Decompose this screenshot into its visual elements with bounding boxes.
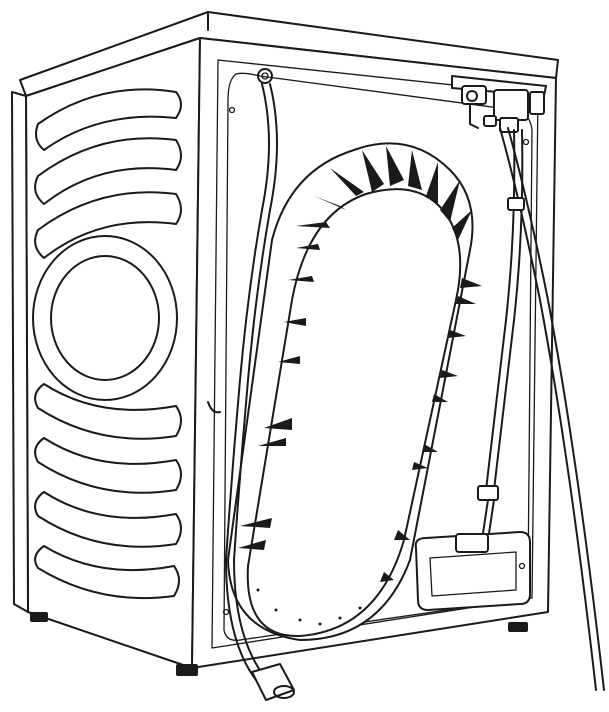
inlet-hose-long — [500, 128, 596, 690]
inlet-valve-assembly — [452, 76, 546, 132]
side-embossing-inner-ring — [51, 256, 159, 380]
drain-hose-tube — [226, 84, 269, 680]
side-embossing-outer-ring — [33, 236, 177, 400]
foam-edge-marks — [256, 588, 362, 626]
packing-foam — [228, 143, 482, 640]
side-panel-embossing — [33, 89, 181, 598]
foot-left-front — [30, 612, 48, 622]
inlet-hoses — [478, 128, 604, 690]
foot-right-rear — [508, 622, 528, 632]
back-panel-inner-border — [212, 60, 538, 648]
foam-teeth — [238, 146, 482, 582]
back-panel-screws — [224, 108, 529, 615]
cabinet-front-edge — [12, 92, 28, 612]
service-bracket — [416, 532, 530, 610]
inlet-hose-short — [486, 130, 514, 490]
drain-hose-end — [252, 664, 294, 700]
foot-left-rear — [176, 664, 198, 676]
cabinet-left-side — [26, 38, 200, 668]
drain-hose-top-mount — [258, 69, 272, 83]
drain-hose — [208, 69, 294, 700]
drain-hose-clip — [208, 402, 220, 412]
